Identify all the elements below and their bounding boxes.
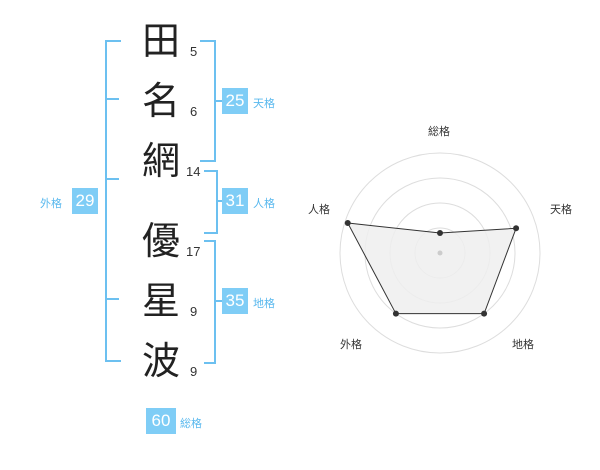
radar-ring bbox=[339, 152, 541, 354]
name-char-4: 優 bbox=[141, 219, 180, 263]
radar-point-3 bbox=[481, 310, 488, 317]
radar-polygon bbox=[346, 222, 517, 315]
name-char-6: 波 bbox=[141, 339, 180, 383]
radar-point-4 bbox=[392, 310, 399, 317]
tenkaku-label: 天格 bbox=[253, 97, 275, 110]
radar-ring bbox=[364, 177, 516, 329]
gaikaku-label: 外格 bbox=[40, 197, 62, 210]
chikaku-bracket bbox=[204, 240, 216, 364]
stroke-count-3: 14 bbox=[186, 164, 201, 179]
name-char-5: 星 bbox=[141, 279, 180, 323]
gaikaku-bracket bbox=[105, 40, 121, 362]
stroke-count-4: 17 bbox=[186, 244, 201, 259]
radar-ring bbox=[389, 202, 491, 304]
radar-center-dot bbox=[437, 250, 443, 256]
radar-point-1 bbox=[437, 230, 443, 236]
name-char-1: 田 bbox=[141, 19, 180, 63]
radar-axis-label-gaikaku: 外格 bbox=[340, 338, 362, 351]
gaikaku-bracket-tick-lower bbox=[105, 298, 119, 300]
stroke-count-2: 6 bbox=[190, 104, 198, 119]
soukaku-value-badge: 60 bbox=[146, 408, 176, 434]
jinkaku-label: 人格 bbox=[253, 197, 275, 210]
tenkaku-bracket-tick bbox=[214, 100, 222, 102]
soukaku-label: 総格 bbox=[180, 417, 202, 430]
radar-axis-label-chikaku: 地格 bbox=[512, 338, 534, 351]
chikaku-bracket-tick bbox=[214, 300, 222, 302]
chikaku-label: 地格 bbox=[253, 297, 275, 310]
radar-axis-label-soukaku: 総格 bbox=[428, 125, 450, 138]
radar-axis-label-jinkaku: 人格 bbox=[308, 203, 330, 216]
jinkaku-bracket-tick bbox=[216, 200, 222, 202]
gaikaku-bracket-tick-upper bbox=[105, 98, 119, 100]
radar-point-2 bbox=[513, 225, 520, 232]
radar-ring bbox=[414, 227, 466, 279]
radar-point-5 bbox=[344, 220, 351, 227]
stroke-count-5: 9 bbox=[190, 304, 198, 319]
gaikaku-bracket-tick-mid bbox=[105, 178, 119, 180]
name-char-2: 名 bbox=[141, 79, 180, 123]
gaikaku-value-badge: 29 bbox=[72, 188, 98, 214]
tenkaku-value-badge: 25 bbox=[222, 88, 248, 114]
jinkaku-bracket bbox=[204, 170, 218, 234]
stroke-count-6: 9 bbox=[190, 364, 198, 379]
chikaku-value-badge: 35 bbox=[222, 288, 248, 314]
stroke-count-1: 5 bbox=[190, 44, 198, 59]
jinkaku-value-badge: 31 bbox=[222, 188, 248, 214]
name-char-3: 網 bbox=[141, 139, 180, 183]
radar-axis-label-tenkaku: 天格 bbox=[550, 203, 572, 216]
